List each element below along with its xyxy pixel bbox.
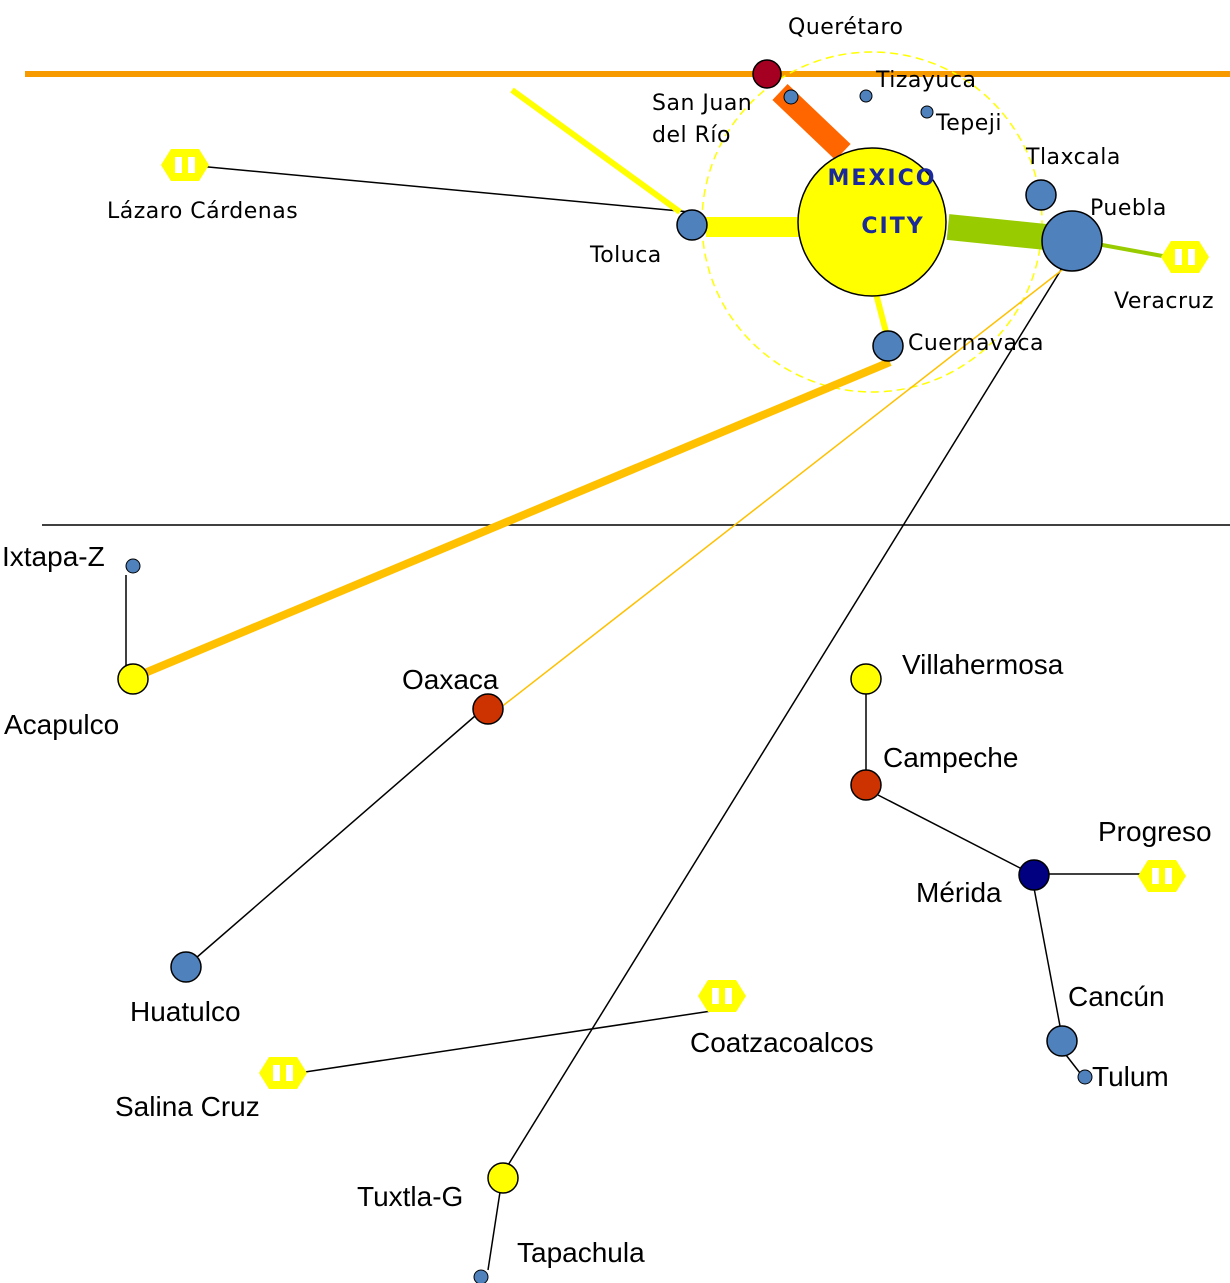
- label-campeche: Campeche: [883, 742, 1018, 773]
- link-yellow-northwest: [510, 87, 682, 215]
- link-oaxaca-huatulco: [195, 715, 476, 959]
- node-oaxaca[interactable]: [472, 693, 504, 725]
- node-queretaro[interactable]: [752, 59, 782, 89]
- label-tlaxcala: Tlaxcala: [1025, 145, 1121, 170]
- link-merida-cancun: [1033, 887, 1061, 1027]
- label-oaxaca: Oaxaca: [402, 664, 499, 695]
- node-tuxtla[interactable]: [487, 1162, 519, 1194]
- label-cancun: Cancún: [1068, 981, 1165, 1012]
- label-acapulco: Acapulco: [4, 709, 119, 740]
- port-progreso-icon[interactable]: [1138, 860, 1186, 892]
- node-villahermosa[interactable]: [850, 663, 882, 695]
- node-huatulco[interactable]: [170, 951, 202, 983]
- label-progreso: Progreso: [1098, 816, 1212, 847]
- hub-label-line2: CITY: [861, 214, 924, 239]
- label-huatulco: Huatulco: [130, 996, 241, 1027]
- port-coatzacoalcos-icon[interactable]: [698, 980, 746, 1012]
- label-tizayuca: Tizayuca: [875, 68, 976, 93]
- label-puebla: Puebla: [1090, 196, 1167, 221]
- node-puebla[interactable]: [1041, 210, 1103, 272]
- label-tepeji: Tepeji: [935, 111, 1002, 136]
- hub-label-line1: MEXICO: [828, 166, 937, 191]
- label-veracruz: Veracruz: [1114, 289, 1214, 314]
- node-acapulco[interactable]: [117, 663, 149, 695]
- label-tulum: Tulum: [1092, 1061, 1169, 1092]
- node-toluca[interactable]: [676, 209, 708, 241]
- label-tapachula: Tapachula: [517, 1237, 645, 1268]
- link-cancun-tulum: [1065, 1054, 1081, 1074]
- node-cuernavaca[interactable]: [872, 330, 904, 362]
- label-queretaro: Querétaro: [788, 15, 904, 40]
- thin-links: [125, 164, 1140, 1271]
- node-campeche[interactable]: [850, 769, 882, 801]
- link-salina-coatzacoalcos: [304, 1009, 719, 1073]
- label-ixtapa: Ixtapa-Z: [2, 541, 105, 572]
- link-campeche-merida: [877, 794, 1023, 870]
- port-salina-cruz-icon[interactable]: [259, 1057, 307, 1089]
- label-san-juan-1: San Juan: [652, 91, 752, 116]
- label-merida: Mérida: [916, 877, 1002, 908]
- link-lazaro-toluca: [186, 164, 691, 213]
- label-coatzacoalcos: Coatzacoalcos: [690, 1027, 874, 1058]
- link-hub-puebla: [946, 214, 1058, 251]
- node-tlaxcala[interactable]: [1025, 179, 1057, 211]
- link-cuernavaca-acapulco: [138, 358, 892, 679]
- node-ixtapa[interactable]: [125, 558, 141, 574]
- node-tulum[interactable]: [1077, 1069, 1093, 1085]
- node-tizayuca[interactable]: [859, 89, 873, 103]
- mexico-city-hub[interactable]: [797, 147, 947, 297]
- node-cancun[interactable]: [1046, 1025, 1078, 1057]
- link-puebla-oaxaca: [499, 269, 1063, 709]
- link-puebla-tuxtla: [504, 251, 1073, 1171]
- node-merida[interactable]: [1018, 859, 1050, 891]
- link-tuxtla-tapachula: [487, 1191, 501, 1271]
- label-salina-cruz: Salina Cruz: [115, 1091, 260, 1122]
- node-san-juan-del-rio[interactable]: [783, 89, 799, 105]
- label-san-juan-2: del Río: [652, 123, 731, 148]
- label-cuernavaca: Cuernavaca: [908, 331, 1044, 356]
- node-tepeji[interactable]: [920, 105, 934, 119]
- node-tapachula[interactable]: [473, 1269, 489, 1283]
- port-veracruz-icon[interactable]: [1161, 241, 1209, 273]
- label-toluca: Toluca: [589, 243, 662, 268]
- label-lazaro-cardenas: Lázaro Cárdenas: [107, 199, 298, 224]
- port-lazaro-cardenas-icon[interactable]: [161, 149, 209, 181]
- label-villahermosa: Villahermosa: [902, 649, 1064, 680]
- label-tuxtla: Tuxtla-G: [357, 1181, 463, 1212]
